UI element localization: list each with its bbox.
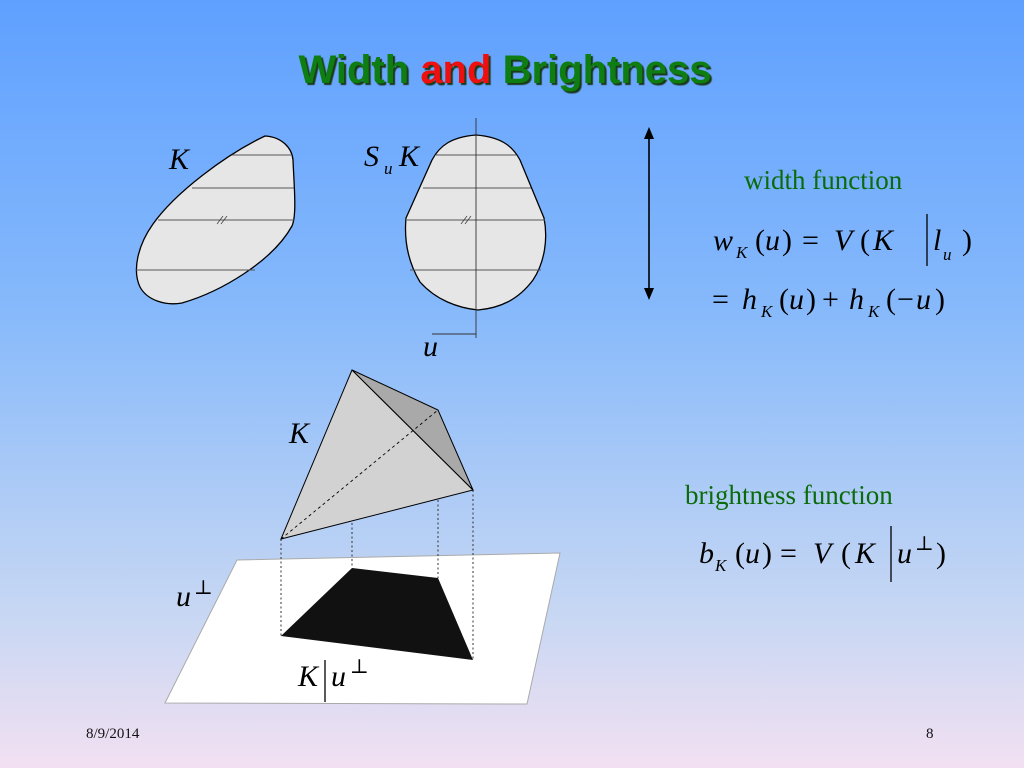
svg-text:K: K [735, 243, 749, 262]
svg-text:K: K [760, 302, 774, 321]
svg-text:=: = [780, 537, 797, 570]
svg-text:(: ( [735, 537, 745, 570]
svg-text:K: K [872, 224, 895, 257]
brightness-function-label: brightness function [685, 480, 893, 510]
svg-text:⊥: ⊥ [915, 533, 934, 555]
svg-text:K: K [867, 302, 881, 321]
width-function-label: width function [744, 165, 903, 195]
svg-text:(: ( [779, 283, 789, 316]
svg-text:+: + [822, 283, 839, 316]
svg-text:=: = [802, 224, 819, 257]
label-u-direction: u [423, 330, 438, 363]
svg-text:(: ( [841, 537, 851, 570]
svg-text:w: w [713, 224, 733, 257]
label-S: S [364, 140, 379, 173]
svg-text:): ) [806, 283, 816, 316]
title-word-brightness: Brightness [502, 48, 712, 92]
width-arrow [644, 127, 654, 300]
svg-text:V: V [813, 537, 835, 570]
tetrahedron-K [280, 369, 474, 540]
svg-text:−: − [897, 283, 914, 316]
label-u-perp-symbol: ⊥ [194, 577, 213, 599]
svg-text:(: ( [860, 224, 870, 257]
svg-text:h: h [742, 283, 757, 316]
title-word-and: and [420, 48, 492, 92]
svg-text:u: u [943, 245, 952, 264]
svg-text:): ) [762, 537, 772, 570]
svg-text:K: K [854, 537, 877, 570]
svg-text:): ) [962, 224, 972, 257]
label-K-tetra: K [288, 417, 311, 450]
svg-text:): ) [782, 224, 792, 257]
svg-text:(: ( [886, 283, 896, 316]
slide-title: Width and Brightness [0, 48, 1010, 93]
label-proj-perp: ⊥ [350, 656, 369, 678]
page-number: 8 [926, 726, 934, 742]
width-formula-line2: = h K ( u ) + h K ( − u ) [712, 283, 945, 321]
label-SK-K: K [398, 140, 421, 173]
svg-text:b: b [699, 537, 714, 570]
svg-text:h: h [849, 283, 864, 316]
label-u-perp: u [176, 580, 191, 613]
label-S-subscript: u [384, 159, 393, 178]
svg-text:): ) [935, 283, 945, 316]
convex-body-K [135, 135, 296, 305]
width-formula-line1: w K ( u ) = V ( K l u ) [713, 214, 972, 266]
title-word-width: Width [298, 48, 410, 92]
svg-text:u: u [765, 224, 780, 257]
footer-date: 8/9/2014 [86, 726, 140, 742]
svg-text:l: l [933, 224, 941, 257]
svg-text:K: K [714, 556, 728, 575]
steiner-symmetral [404, 118, 547, 338]
svg-text:): ) [936, 537, 946, 570]
svg-text:u: u [745, 537, 760, 570]
svg-text:V: V [834, 224, 856, 257]
label-proj-K: K [297, 660, 320, 693]
svg-text:(: ( [755, 224, 765, 257]
svg-text:u: u [897, 537, 912, 570]
svg-text:u: u [789, 283, 804, 316]
brightness-formula: b K ( u ) = V ( K u ⊥ ) [699, 526, 946, 582]
svg-text:u: u [916, 283, 931, 316]
label-proj-u: u [331, 660, 346, 693]
svg-text:=: = [712, 283, 729, 316]
label-K-body: K [168, 143, 191, 176]
projection-shadow [281, 568, 473, 660]
